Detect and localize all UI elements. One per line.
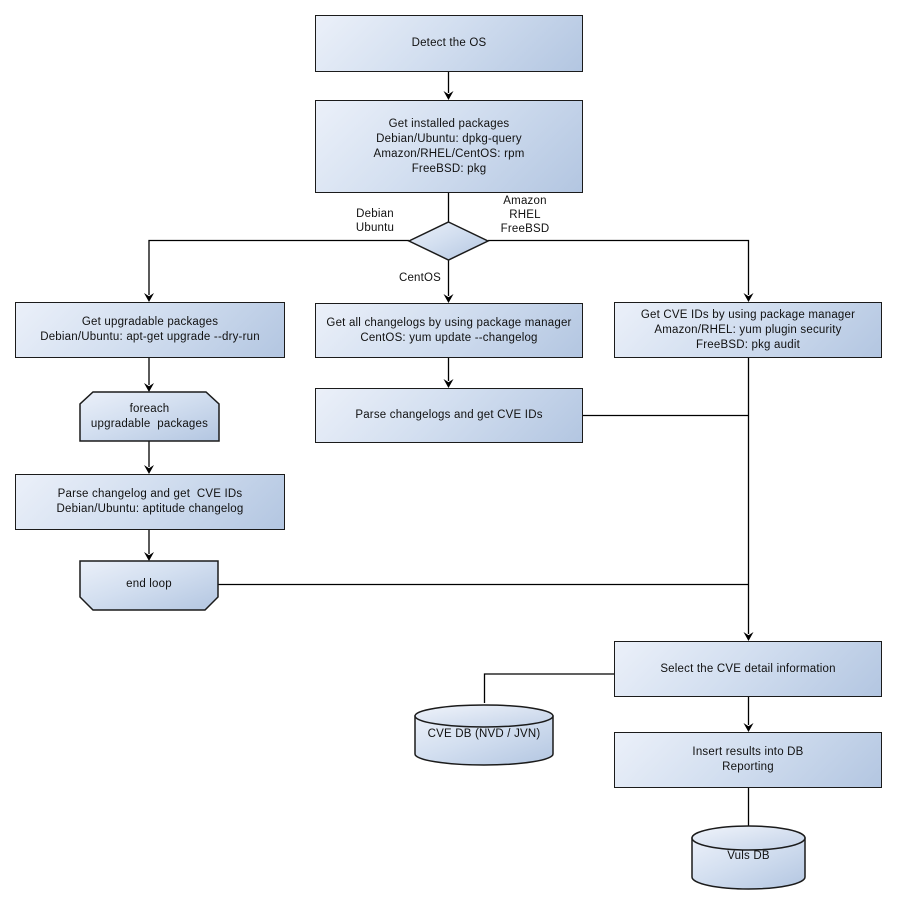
node-get-all-changelogs: Get all changelogs by using package mana… xyxy=(315,303,583,358)
arrowhead xyxy=(743,723,754,732)
arrowhead xyxy=(443,294,454,303)
arrowhead xyxy=(443,379,454,388)
arrowhead xyxy=(144,465,154,474)
edge-label-centos: CentOS xyxy=(398,272,442,284)
node-get-installed-packages-label: Get installed packages Debian/Ubuntu: dp… xyxy=(373,117,525,175)
node-parse-changelogs-mid: Parse changelogs and get CVE IDs xyxy=(315,388,583,443)
node-get-cve-ids: Get CVE IDs by using package manager Ama… xyxy=(614,302,882,358)
node-select-cve-detail-label: Select the CVE detail information xyxy=(660,662,836,675)
edge-label-debian-ubuntu: Debian Ubuntu xyxy=(355,208,395,234)
node-get-cve-ids-label: Get CVE IDs by using package manager Ama… xyxy=(640,308,856,351)
arrowhead xyxy=(144,383,154,392)
node-get-upgradable-packages-label: Get upgradable packages Debian/Ubuntu: a… xyxy=(40,316,260,343)
node-parse-changelog-left: Parse changelog and get CVE IDs Debian/U… xyxy=(15,474,285,530)
node-insert-results-label: Insert results into DB Reporting xyxy=(692,746,804,773)
foreach-loop-shape xyxy=(79,391,220,442)
node-detect-os-label: Detect the OS xyxy=(411,37,487,49)
arrowhead xyxy=(743,632,754,641)
end-loop-label: end loop xyxy=(126,578,172,590)
node-detect-os: Detect the OS xyxy=(315,15,583,72)
edge-cvedb-to-select xyxy=(483,673,614,703)
arrowhead xyxy=(743,293,754,302)
node-select-cve-detail: Select the CVE detail information xyxy=(614,641,882,697)
os-decision-diamond xyxy=(407,221,490,261)
vuls-db-cylinder xyxy=(691,825,806,890)
arrowheads xyxy=(144,91,754,732)
vuls-db-label: Vuls DB xyxy=(727,850,770,862)
edge-decision-to-right xyxy=(488,239,750,295)
cve-db-cylinder xyxy=(414,704,554,766)
cve-db-label: CVE DB (NVD / JVN) xyxy=(427,728,541,740)
node-get-installed-packages: Get installed packages Debian/Ubuntu: dp… xyxy=(315,100,583,193)
edge-label-amazon-rhel-freebsd: Amazon RHEL FreeBSD xyxy=(500,195,550,235)
foreach-loop-label: foreach upgradable packages xyxy=(90,403,209,430)
arrowhead xyxy=(144,552,154,561)
end-loop-shape xyxy=(79,560,219,611)
node-insert-results: Insert results into DB Reporting xyxy=(614,732,882,788)
node-get-upgradable-packages: Get upgradable packages Debian/Ubuntu: a… xyxy=(15,302,285,358)
arrowhead xyxy=(443,91,454,100)
node-get-all-changelogs-label: Get all changelogs by using package mana… xyxy=(326,316,572,344)
edge-decision-to-left xyxy=(148,239,409,295)
node-parse-changelog-left-label: Parse changelog and get CVE IDs Debian/U… xyxy=(56,488,244,515)
node-parse-changelogs-mid-label: Parse changelogs and get CVE IDs xyxy=(355,409,543,421)
arrowhead xyxy=(144,293,154,302)
